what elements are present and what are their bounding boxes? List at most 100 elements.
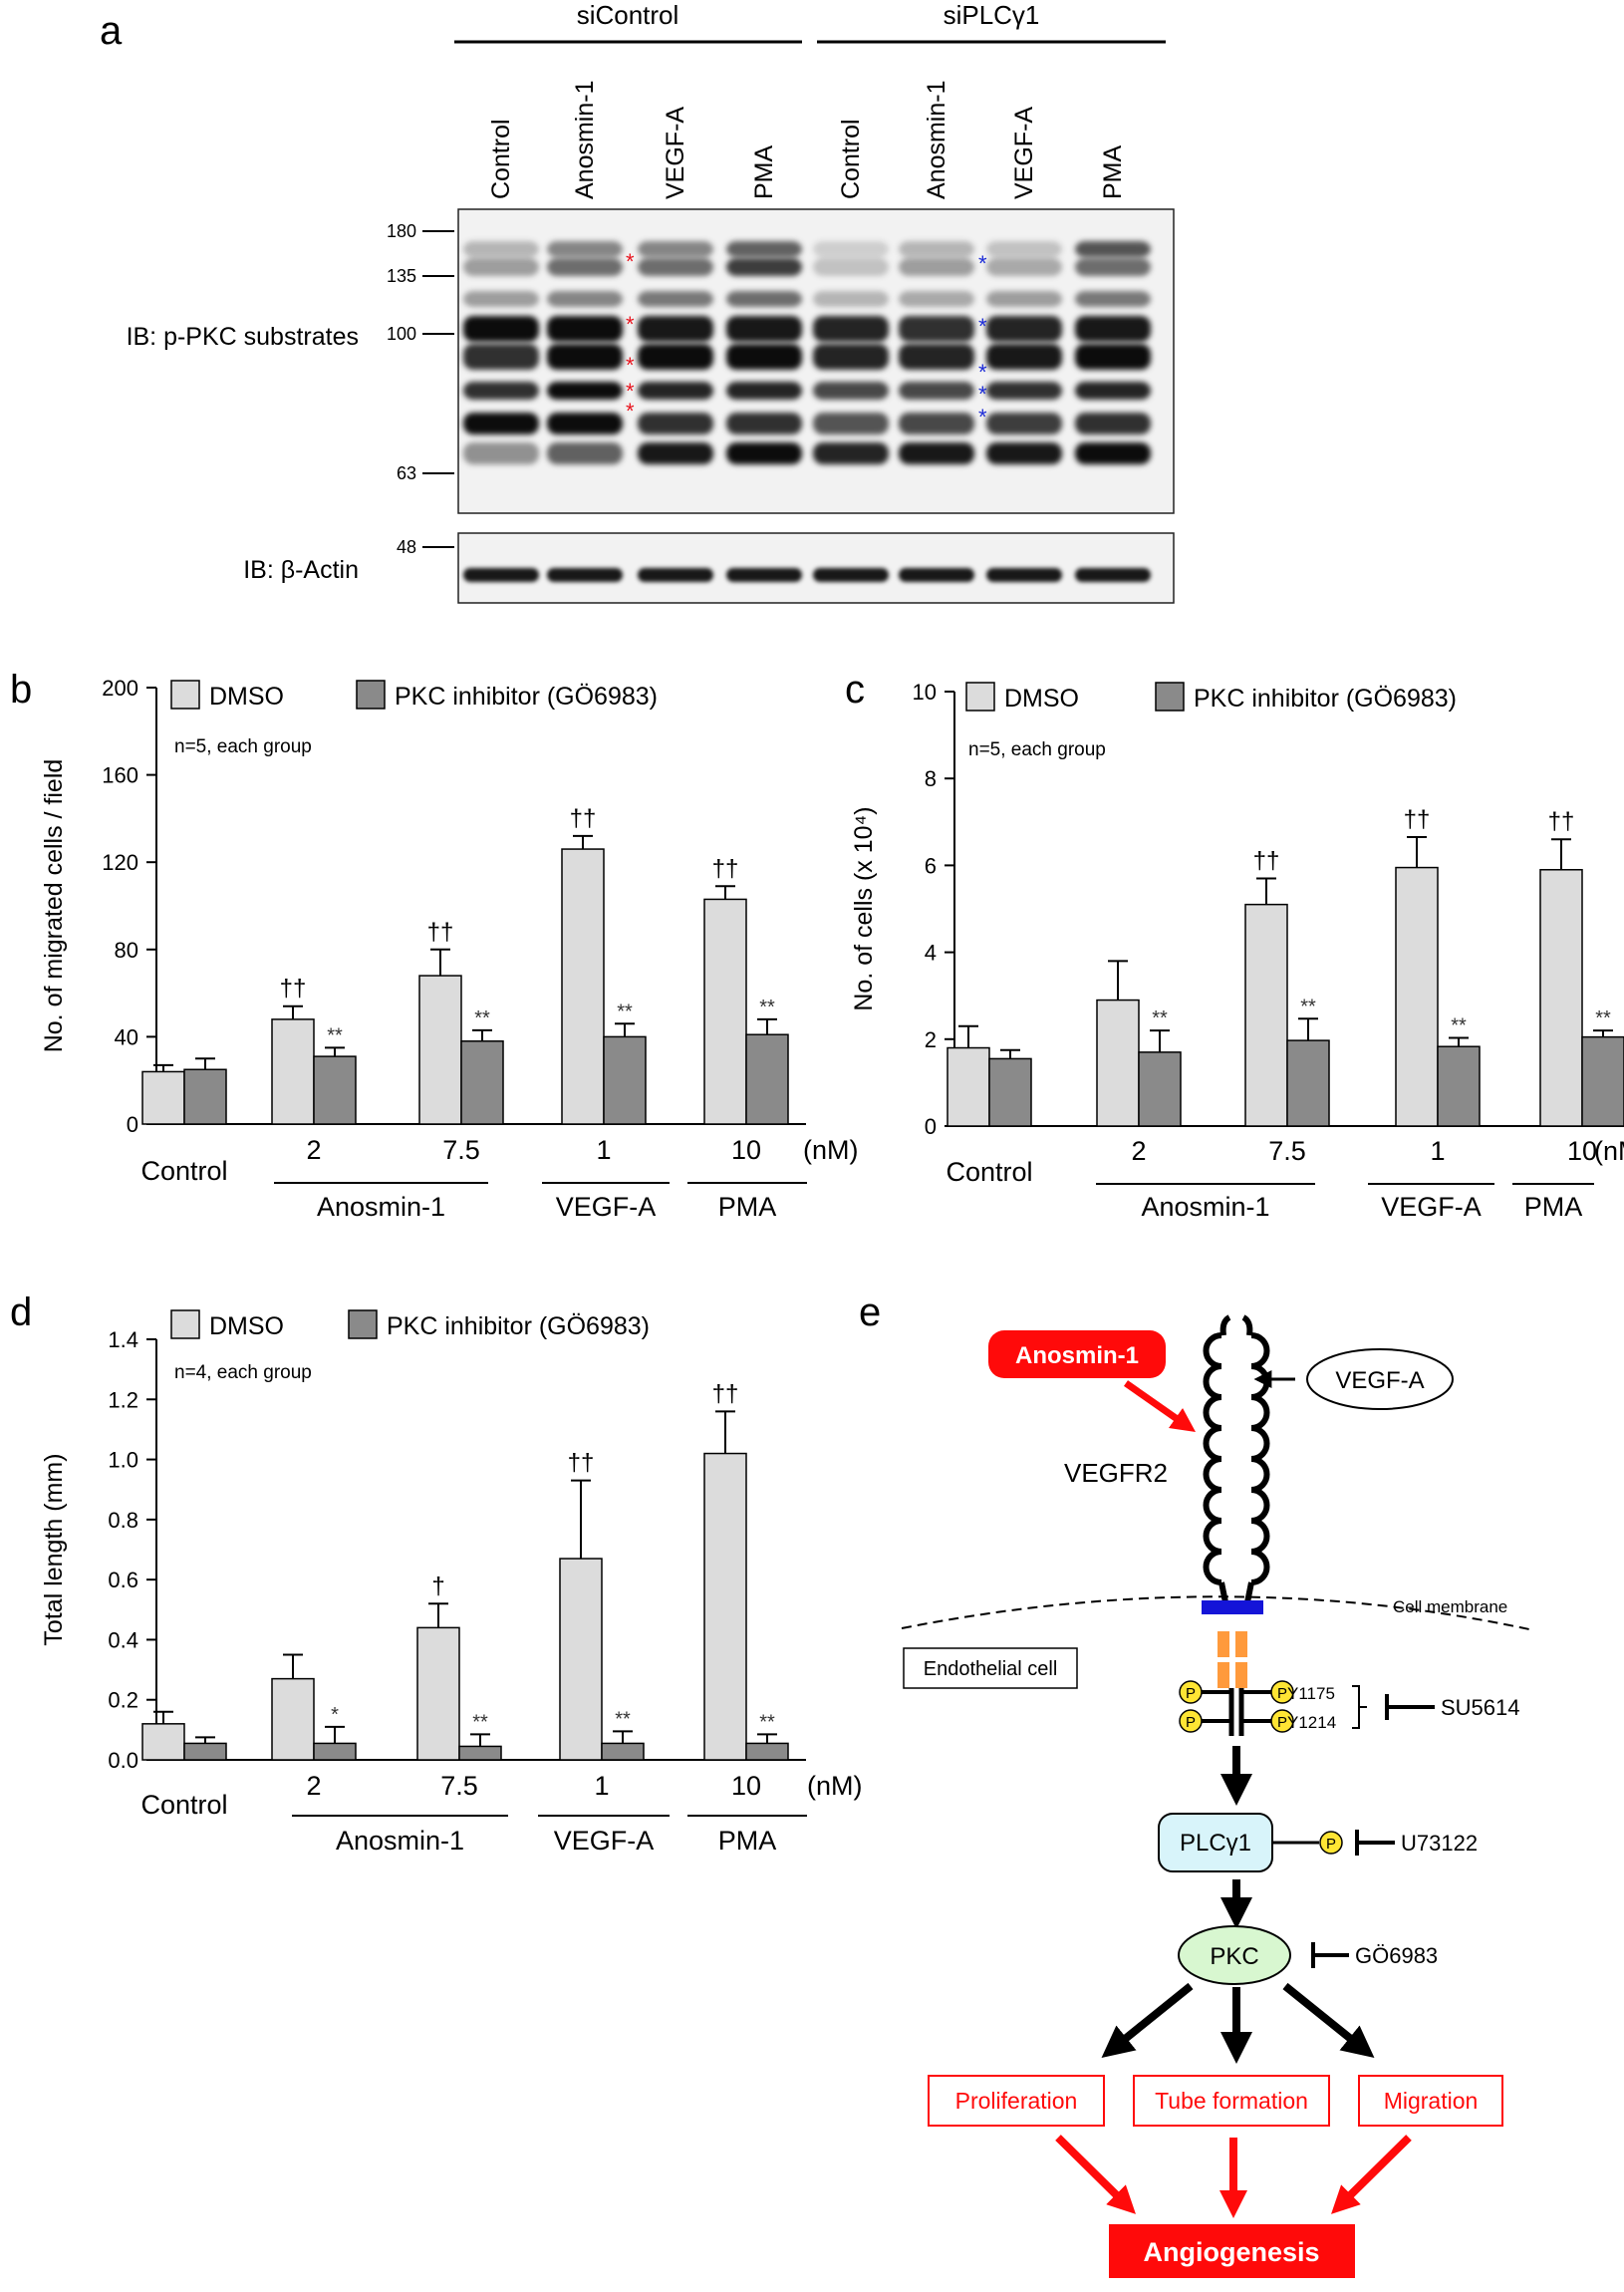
y-tick-label: 4 bbox=[925, 941, 937, 966]
y-tick-label: 200 bbox=[102, 676, 138, 701]
blot-band bbox=[638, 241, 713, 257]
blue-asterisk: * bbox=[978, 314, 987, 339]
x-label-conc: 2 bbox=[1131, 1136, 1146, 1166]
blot-band bbox=[547, 258, 623, 276]
x-label-conc: 1 bbox=[596, 1135, 611, 1165]
bar-dmso bbox=[703, 1452, 747, 1761]
p-pkc-bands bbox=[463, 241, 1151, 464]
phospho-circle bbox=[1270, 1680, 1294, 1704]
red-asterisk: * bbox=[626, 249, 635, 274]
phospho-p: P bbox=[1277, 1685, 1287, 1702]
x-label-conc: 2 bbox=[306, 1771, 321, 1801]
blot-band bbox=[986, 413, 1062, 434]
blot-band bbox=[726, 382, 802, 400]
x-label-conc: 7.5 bbox=[1268, 1136, 1306, 1166]
tm-block-r2 bbox=[1235, 1662, 1247, 1688]
lane-label: Control bbox=[487, 119, 515, 199]
legend-label-dmso: DMSO bbox=[1004, 685, 1079, 713]
bar-pkc bbox=[183, 1742, 227, 1761]
mw-marker-label: 135 bbox=[387, 266, 416, 286]
phospho-p: P bbox=[1186, 1714, 1196, 1731]
receptor-domain-left bbox=[1203, 1425, 1222, 1462]
n-note: n=4, each group bbox=[174, 1362, 312, 1383]
blot-band bbox=[463, 258, 539, 276]
receptor-domain-left bbox=[1203, 1363, 1222, 1400]
blot-band bbox=[1075, 442, 1151, 464]
mw-marker-label: 63 bbox=[397, 463, 416, 483]
significance-asterisk: ** bbox=[1300, 996, 1316, 1017]
tube-formation-label: Tube formation bbox=[1155, 2088, 1308, 2114]
blot-band bbox=[899, 413, 974, 434]
blot-band bbox=[986, 344, 1062, 370]
angiogenesis-label: Angiogenesis bbox=[1143, 2237, 1319, 2267]
actin-band bbox=[1075, 568, 1151, 582]
x-label-unit: (nM) bbox=[803, 1135, 859, 1165]
y-tick-label: 0 bbox=[925, 1114, 937, 1139]
band-asterisks: ********** bbox=[626, 249, 987, 430]
x-group-label: Anosmin-1 bbox=[1141, 1192, 1269, 1222]
proliferation-box bbox=[928, 2075, 1105, 2127]
bar-pkc bbox=[1437, 1045, 1481, 1127]
actin-band bbox=[813, 568, 889, 582]
y-tick-label: 160 bbox=[102, 763, 138, 788]
x-label-unit: (nM) bbox=[807, 1771, 863, 1801]
blot-band bbox=[986, 442, 1062, 464]
significance-asterisk: * bbox=[331, 1704, 339, 1726]
y-tick-label: 1.0 bbox=[108, 1448, 138, 1473]
plc-p-text: P bbox=[1326, 1836, 1336, 1853]
blue-asterisk: * bbox=[978, 405, 987, 430]
blot-band bbox=[986, 382, 1062, 400]
blot-band bbox=[463, 442, 539, 464]
blot-band bbox=[1075, 382, 1151, 400]
blot-band bbox=[813, 258, 889, 276]
tm-block-l1 bbox=[1218, 1631, 1229, 1657]
bar-dmso bbox=[141, 1723, 185, 1761]
legend-swatch-pkc bbox=[356, 680, 386, 710]
blot-band bbox=[899, 316, 974, 342]
blot-band bbox=[1075, 344, 1151, 370]
blot-band bbox=[899, 442, 974, 464]
blue-asterisk: * bbox=[978, 360, 987, 385]
blot-band bbox=[813, 442, 889, 464]
blot-band bbox=[1075, 291, 1151, 307]
x-group-label: PMA bbox=[1524, 1192, 1583, 1222]
phospho-circle bbox=[1270, 1709, 1294, 1733]
lane-label: VEGF-A bbox=[1010, 107, 1038, 199]
receptor-stalk-left bbox=[1218, 1581, 1228, 1603]
x-group-label: VEGF-A bbox=[556, 1192, 657, 1222]
n-note: n=5, each group bbox=[174, 736, 312, 757]
blot-band bbox=[1075, 413, 1151, 434]
bar-dmso bbox=[1539, 869, 1583, 1127]
receptor-stalk-right bbox=[1244, 1581, 1254, 1603]
x-label-conc: 10 bbox=[731, 1135, 761, 1165]
blot-band bbox=[726, 291, 802, 307]
lane-label: PMA bbox=[1099, 145, 1127, 200]
x-label-control: Control bbox=[946, 1157, 1032, 1187]
significance-asterisk: ** bbox=[617, 1001, 633, 1022]
group-label-sicontrol: siControl bbox=[577, 0, 679, 30]
lane-label: Control bbox=[837, 119, 865, 199]
x-label-conc: 1 bbox=[1430, 1136, 1445, 1166]
pkc-label: PKC bbox=[1210, 1943, 1258, 1970]
red-asterisk: * bbox=[626, 399, 635, 424]
blot-band bbox=[463, 344, 539, 370]
migration-box bbox=[1358, 2075, 1503, 2127]
blot-band bbox=[547, 442, 623, 464]
blot-band bbox=[1075, 241, 1151, 257]
actin-band bbox=[547, 568, 623, 582]
y-tick-label: 8 bbox=[925, 766, 937, 791]
significance-asterisk: ** bbox=[327, 1024, 343, 1046]
actin-band bbox=[726, 568, 802, 582]
y-tick-label: 0.4 bbox=[108, 1627, 138, 1652]
blot-band bbox=[986, 291, 1062, 307]
plc-phospho bbox=[1319, 1831, 1343, 1855]
legend-swatch-pkc bbox=[348, 1309, 378, 1339]
x-label-conc: 7.5 bbox=[440, 1771, 478, 1801]
bar-dmso bbox=[561, 848, 605, 1125]
tm-block-l2 bbox=[1218, 1662, 1229, 1688]
blot-band bbox=[899, 241, 974, 257]
receptor-domain-right bbox=[1250, 1487, 1270, 1524]
actin-band bbox=[986, 568, 1062, 582]
